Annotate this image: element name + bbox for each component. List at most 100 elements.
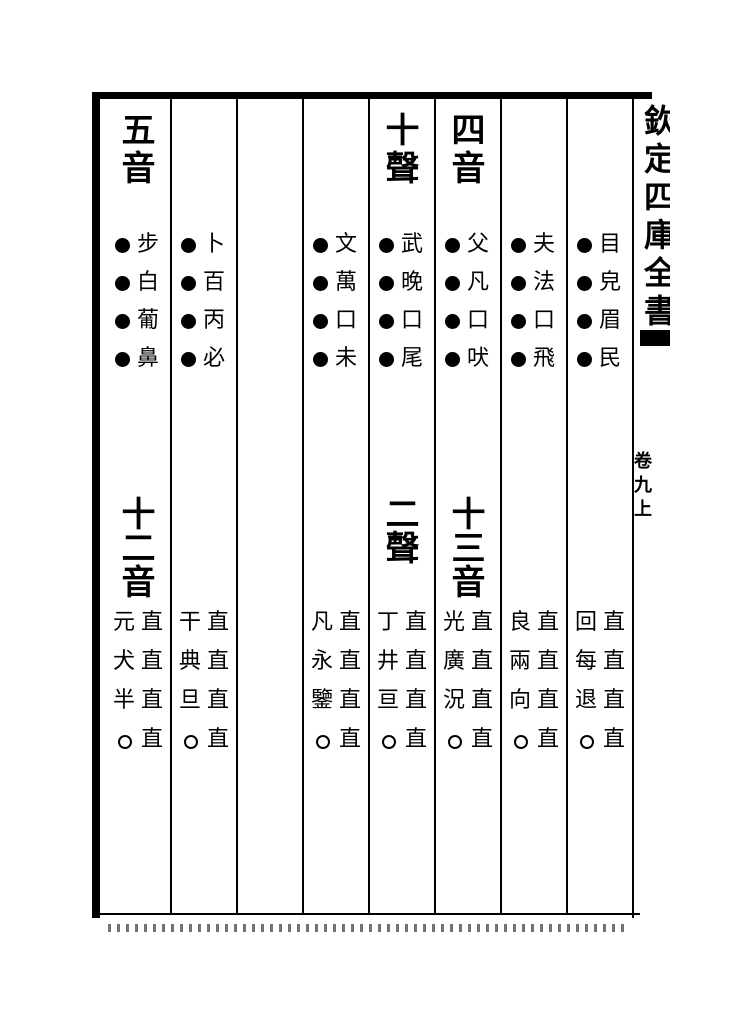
margin-title: 欽定四庫全書 (634, 92, 670, 422)
dot-marker (379, 276, 394, 291)
lower-char: 井 (376, 649, 399, 674)
dot-marker (577, 276, 592, 291)
frame-bottom-border (100, 913, 640, 915)
zhi-char: 直 (338, 610, 361, 635)
lower-char: 犬 (112, 649, 135, 674)
zhi-char: 直 (536, 649, 559, 674)
dot-marker (445, 314, 460, 329)
margin-title-char: 書 (644, 292, 670, 330)
zhi-char: 直 (206, 610, 229, 635)
zhi-char: 直 (140, 649, 163, 674)
upper-char: 鼻 (136, 346, 159, 371)
column-header: 四音 (445, 112, 485, 188)
zhi-char: 直 (470, 727, 493, 752)
column-header: 十聲 (379, 112, 419, 188)
dot-marker (511, 352, 526, 367)
upper-char: 尾 (400, 346, 423, 371)
circle-marker (316, 735, 330, 749)
side-note-char: 卷 (634, 451, 652, 472)
zhi-char: 直 (602, 649, 625, 674)
dot-marker (313, 314, 328, 329)
frame-left-border (92, 92, 100, 918)
zhi-char: 直 (602, 610, 625, 635)
lower-char: 廣 (442, 649, 465, 674)
dot-marker (181, 352, 196, 367)
upper-char: 吠 (466, 346, 489, 371)
frame-top-border (92, 92, 652, 99)
zhi-char: 直 (206, 727, 229, 752)
lower-char: 況 (442, 688, 465, 713)
dot-marker (313, 352, 328, 367)
upper-char: 父 (466, 232, 489, 257)
upper-char: 卜 (202, 232, 225, 257)
zhi-char: 直 (206, 649, 229, 674)
dot-marker (445, 238, 460, 253)
lower-char: 永 (310, 649, 333, 674)
lower-char: 鑒 (310, 688, 333, 713)
lower-header: 二聲 (379, 496, 419, 564)
circle-marker (448, 735, 462, 749)
upper-char: 目 (598, 232, 621, 257)
margin-title-char: 欽 (644, 102, 670, 140)
lower-char: 干 (178, 610, 201, 635)
margin-title-char: 定 (644, 140, 670, 178)
lower-char: 良 (508, 610, 531, 635)
upper-char: 未 (334, 346, 357, 371)
column-rule (302, 99, 304, 915)
upper-char: 法 (532, 270, 555, 295)
margin-title-char: 四 (644, 178, 670, 216)
zhi-char: 直 (536, 610, 559, 635)
upper-char: 夫 (532, 232, 555, 257)
upper-char: 丙 (202, 308, 225, 333)
upper-char: 晚 (400, 270, 423, 295)
upper-char: 口 (400, 308, 423, 333)
dot-marker (115, 314, 130, 329)
dot-marker (379, 238, 394, 253)
column-rule (566, 99, 568, 915)
lower-header: 十三音 (445, 496, 485, 598)
upper-char: 文 (334, 232, 357, 257)
margin-block-mark (640, 330, 670, 346)
zhi-char: 直 (404, 610, 427, 635)
zhi-char: 直 (404, 727, 427, 752)
dot-marker (181, 238, 196, 253)
lower-char: 元 (112, 610, 135, 635)
dot-marker (181, 314, 196, 329)
dot-marker (379, 314, 394, 329)
zhi-char: 直 (470, 610, 493, 635)
column-rule-right (632, 92, 634, 918)
dot-marker (313, 276, 328, 291)
lower-char: 向 (508, 688, 531, 713)
dot-marker (115, 276, 130, 291)
zhi-char: 直 (338, 688, 361, 713)
dot-marker (115, 352, 130, 367)
zhi-char: 直 (602, 727, 625, 752)
circle-marker (514, 735, 528, 749)
lower-char: 回 (574, 610, 597, 635)
upper-char: 百 (202, 270, 225, 295)
lower-char: 半 (112, 688, 135, 713)
dot-marker (445, 352, 460, 367)
lower-char: 凡 (310, 610, 333, 635)
zhi-char: 直 (206, 688, 229, 713)
dot-marker (577, 314, 592, 329)
upper-char: 民 (598, 346, 621, 371)
zhi-char: 直 (338, 649, 361, 674)
column-rule (170, 99, 172, 915)
upper-char: 口 (334, 308, 357, 333)
zhi-char: 直 (140, 610, 163, 635)
upper-char: 萬 (334, 270, 357, 295)
upper-char: 武 (400, 232, 423, 257)
upper-char: 眉 (598, 308, 621, 333)
upper-char: 必 (202, 346, 225, 371)
zhi-char: 直 (404, 649, 427, 674)
lower-char: 丁 (376, 610, 399, 635)
upper-char: 葡 (136, 308, 159, 333)
circle-marker (382, 735, 396, 749)
page-foot-noise (108, 924, 628, 932)
circle-marker (118, 735, 132, 749)
upper-char: 口 (466, 308, 489, 333)
circle-marker (184, 735, 198, 749)
lower-char: 光 (442, 610, 465, 635)
